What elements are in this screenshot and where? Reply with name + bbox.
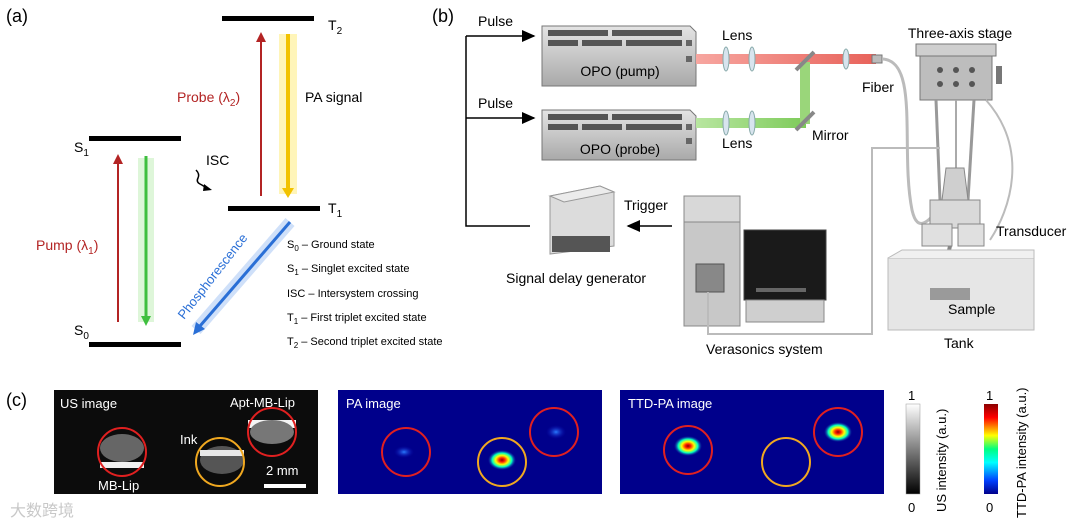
three-axis-stage: Three-axis stage [908,25,1014,241]
stage-label: Three-axis stage [908,25,1012,41]
delay-generator-device: Trigger Signal delay generator [506,185,672,286]
apt-label: Apt-MB-Lip [230,395,295,410]
opo-pump-device: OPO (pump) [541,25,697,87]
ttd-bar-max: 1 [986,388,993,403]
us-image: US image Apt-MB-Lip Ink MB-Lip 2 mm [54,390,318,494]
probe-arrowhead [256,32,266,42]
fiber-label: Fiber [862,79,894,95]
ttd-circle-mblip [663,425,713,475]
level-s1 [89,136,181,141]
level-t2 [222,16,314,21]
panel-b-label: (b) [432,6,454,26]
state-legend: S0 – Ground state S1 – Singlet excited s… [287,239,443,350]
mirror-bottom [794,110,816,132]
legend-isc: ISC – Intersystem crossing [287,288,418,300]
green-arrowhead [141,316,151,326]
phosphorescence-arrow [198,221,292,327]
panel-a-label: (a) [6,6,28,26]
us-bar-min: 0 [908,500,915,515]
label-s0: S0 [74,322,89,342]
us-title: US image [60,396,117,411]
ttd-bar-label: TTD-PA intensity (a.u.) [1014,387,1029,518]
mirror-label: Mirror [812,127,849,143]
watermark: 大数跨境 [10,501,74,520]
level-t1 [228,206,320,211]
sample-label: Sample [948,301,996,317]
us-circle-apt [247,407,297,457]
us-bar-max: 1 [908,388,915,403]
pa-signal-label: PA signal [305,89,362,105]
legend-t1: T1 – First triplet excited state [287,312,427,326]
pa-arrowhead [282,188,294,198]
legend-s0: S0 – Ground state [287,239,375,253]
ttd-circle-ink [761,437,811,487]
lens-top-pair [722,46,850,72]
pulse-top-label: Pulse [478,13,513,29]
tank-label: Tank [944,335,975,351]
us-circle-ink [195,437,245,487]
trigger-label: Trigger [624,197,668,213]
scale-label: 2 mm [266,463,299,478]
tank: Sample Tank [887,249,1035,351]
ttd-colorbar: 1 0 TTD-PA intensity (a.u.) [984,387,1029,518]
green-beam-vertical [800,62,810,124]
mblip-label: MB-Lip [98,478,139,493]
ttd-pa-image: TTD-PA image [620,390,884,494]
verasonics-cable [707,147,940,335]
level-s0 [89,342,181,347]
us-colorbar: 1 0 US intensity (a.u.) [905,388,949,515]
lens-bottom-pair [722,110,756,136]
pulse-bottom-label: Pulse [478,95,513,111]
isc-label: ISC [206,152,229,168]
isc-wavy-arrow [195,169,207,189]
red-beam [696,54,876,64]
ink-label: Ink [180,432,198,447]
panel-a: (a) T2 S1 T1 S0 Pump (λ1) Probe (λ2) PA … [6,6,443,350]
panel-c: (c) US image Apt-MB-Lip Ink MB-Lip 2 mm [6,387,1029,518]
pa-circle-mblip [381,427,431,477]
label-t1: T1 [328,200,343,220]
fiber-cable [881,57,948,225]
pump-arrowhead [113,154,123,164]
lens-top-label: Lens [722,27,752,43]
opo-probe-label: OPO (probe) [580,141,660,157]
mirror-top [794,50,816,72]
lens-bottom-label: Lens [722,135,752,151]
pump-label: Pump (λ1) [36,237,98,257]
ttd-bar-min: 0 [986,500,993,515]
label-t2: T2 [328,17,343,37]
verasonics-label: Verasonics system [706,341,823,357]
label-s1: S1 [74,139,89,159]
verasonics-device: Verasonics system [683,147,940,357]
panel-b: (b) Pulse Pulse OPO (pump) [432,6,1067,357]
us-bar-label: US intensity (a.u.) [934,409,949,512]
delay-gen-label: Signal delay generator [506,270,646,286]
ttd-title: TTD-PA image [628,396,712,411]
pa-image: PA image [338,390,602,494]
pa-title: PA image [346,396,401,411]
pulse-wire [465,36,530,227]
legend-s1: S1 – Singlet excited state [287,263,409,277]
isc-arrowhead [203,184,212,191]
pa-circle-apt [529,407,579,457]
ttd-circle-apt [813,407,863,457]
us-circle-mblip [97,427,147,477]
probe-label: Probe (λ2) [177,89,240,109]
legend-t2: T2 – Second triplet excited state [287,336,443,350]
scale-bar [264,484,306,488]
opo-probe-device: OPO (probe) [541,109,697,161]
panel-c-label: (c) [6,390,27,410]
fiber-coupler [871,54,883,64]
transducer-label: Transducer [996,223,1067,239]
phosphorescence-arrowhead [193,322,205,335]
opo-pump-label: OPO (pump) [580,63,659,79]
pa-circle-ink [477,437,527,487]
